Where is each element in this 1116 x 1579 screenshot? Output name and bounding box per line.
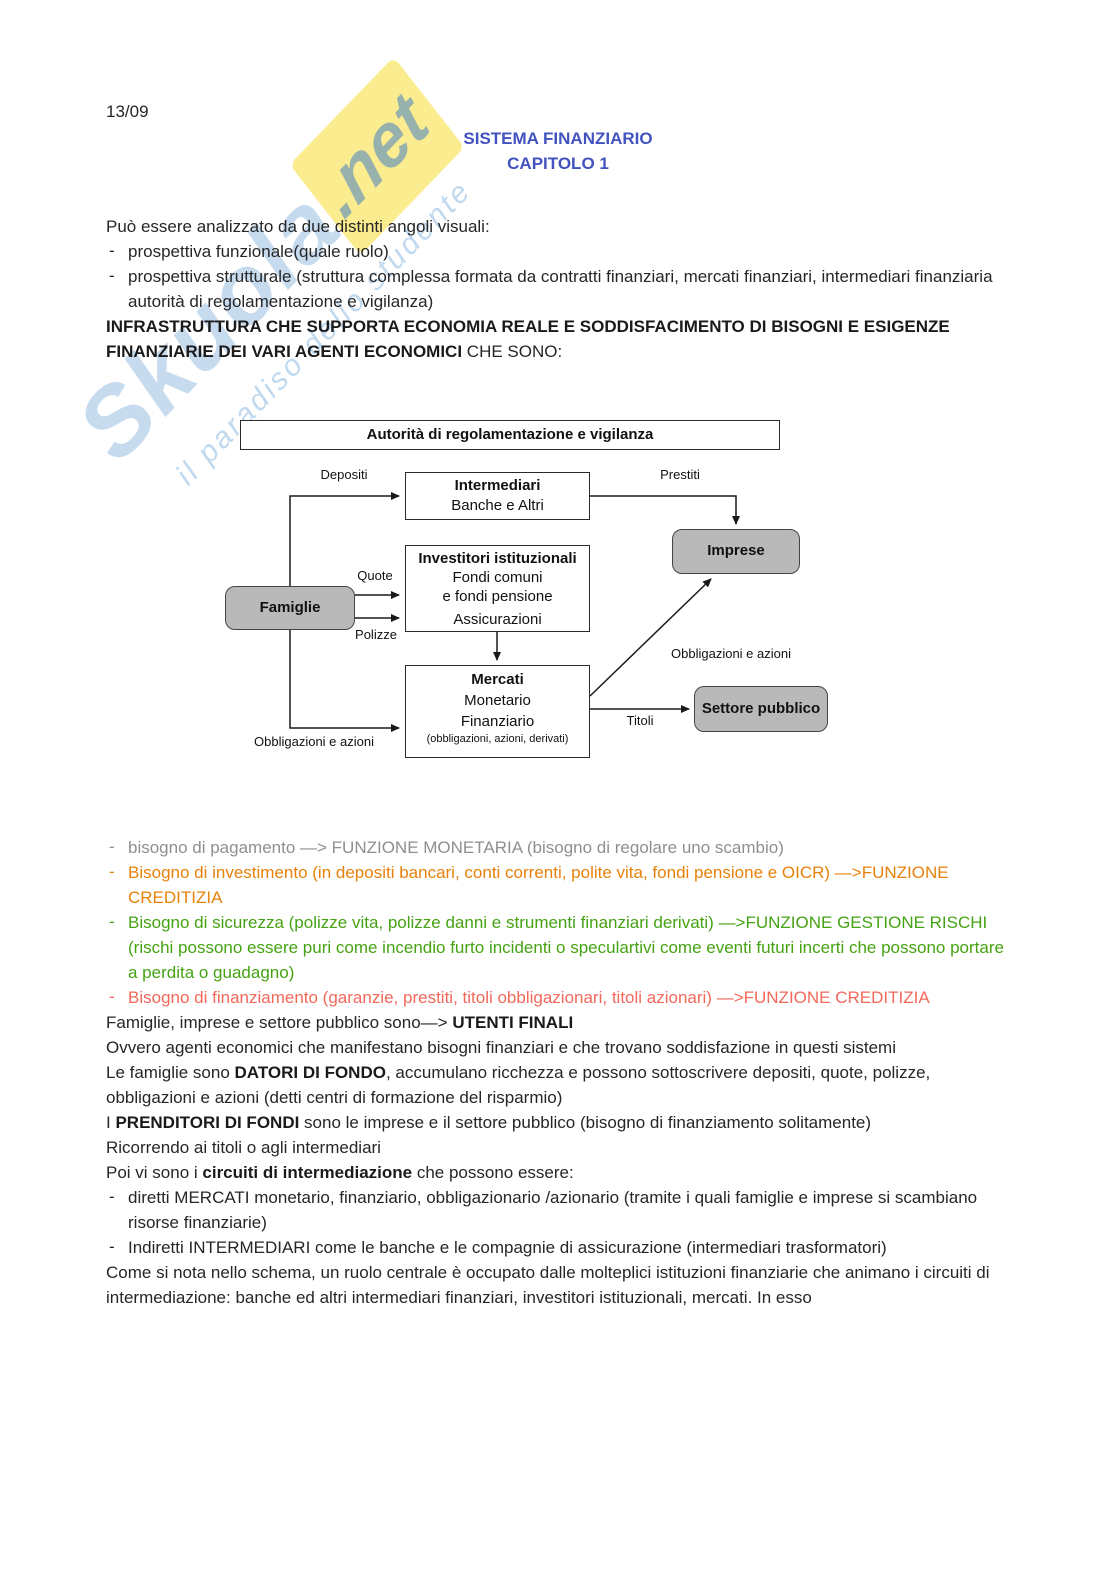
investitori-line: Assicurazioni	[453, 610, 542, 628]
label-obbligazioni-azioni-right: Obbligazioni e azioni	[671, 645, 791, 661]
dash-marker: -	[109, 1186, 115, 1206]
intermediari-title: Intermediari	[454, 476, 541, 494]
list-item: -Indiretti INTERMEDIARI come le banche e…	[106, 1236, 1010, 1261]
investitori-title: Investitori istituzionali	[418, 549, 577, 567]
dash-marker: -	[109, 1236, 115, 1256]
text-segment: I	[106, 1112, 116, 1132]
dash-marker: -	[109, 861, 115, 881]
utenti-finali-bold: UTENTI FINALI	[452, 1012, 574, 1032]
prenditori-di-fondi-bold: PRENDITORI DI FONDI	[115, 1112, 300, 1132]
date-label: 13/09	[106, 102, 149, 121]
paragraph-prenditori-di-fondi: I PRENDITORI DI FONDI sono le imprese e …	[106, 1111, 1010, 1161]
intro-lead: Può essere analizzato da due distinti an…	[106, 216, 490, 236]
text-segment: Famiglie, imprese e settore pubblico son…	[106, 1012, 453, 1032]
label-titoli: Titoli	[626, 712, 654, 728]
mercati-line: (obbligazioni, azioni, derivati)	[426, 732, 569, 745]
text-segment: che possono essere:	[412, 1162, 574, 1182]
need-item-pagamento: -bisogno di pagamento —> FUNZIONE MONETA…	[106, 836, 1010, 861]
label-prestiti: Prestiti	[660, 466, 700, 482]
label-obbligazioni-azioni-left: Obbligazioni e azioni	[254, 733, 374, 749]
diagram-arrows	[289, 491, 740, 732]
need-text: Bisogno di investimento (in depositi ban…	[128, 862, 949, 907]
text-segment: sono le imprese e il settore pubblico (b…	[299, 1112, 872, 1132]
list-item: -prospettiva funzionale(quale ruolo)	[106, 240, 1010, 265]
list-item-text: diretti MERCATI monetario, finanziario, …	[128, 1187, 978, 1232]
text-segment: Ovvero agenti economici che manifestano …	[106, 1037, 896, 1057]
dash-marker: -	[109, 836, 115, 856]
circuiti-bold: circuiti di intermediazione	[202, 1162, 413, 1182]
mercati-line: Finanziario	[460, 712, 535, 730]
list-item-text: prospettiva funzionale(quale ruolo)	[128, 241, 389, 261]
need-item-investimento: -Bisogno di investimento (in depositi ba…	[106, 861, 1010, 911]
circuiti-list: -diretti MERCATI monetario, finanziario,…	[106, 1186, 1010, 1261]
text-segment: , accumulano ricchezza e possono sottosc…	[106, 1062, 931, 1107]
financial-system-diagram: Autorità di regolamentazione e vigilanza…	[224, 419, 836, 772]
infrastructure-paragraph: INFRASTRUTTURA CHE SUPPORTA ECONOMIA REA…	[106, 315, 1010, 365]
list-item-text: prospettiva strutturale (struttura compl…	[128, 266, 993, 311]
mercati-box: Mercati Monetario Finanziario (obbligazi…	[405, 664, 590, 758]
dash-marker: -	[109, 911, 115, 931]
paragraph-utenti-finali: Famiglie, imprese e settore pubblico son…	[106, 1011, 1010, 1061]
dash-marker: -	[109, 986, 115, 1006]
authority-box: Autorità di regolamentazione e vigilanza	[240, 419, 780, 450]
document-content: 13/09 SISTEMA FINANZIARIO CAPITOLO 1 Può…	[106, 102, 1010, 1307]
label-depositi: Depositi	[320, 466, 368, 482]
intermediari-box: Intermediari Banche e Altri	[405, 471, 590, 520]
need-text: Bisogno di sicurezza (polizze vita, poli…	[128, 912, 1004, 982]
infrastructure-bold-text: INFRASTRUTTURA CHE SUPPORTA ECONOMIA REA…	[106, 316, 950, 361]
list-item-text: Indiretti INTERMEDIARI come le banche e …	[128, 1237, 887, 1257]
mercati-line: Monetario	[464, 691, 531, 709]
paragraph-circuiti: Poi vi sono i circuiti di intermediazion…	[106, 1161, 1010, 1186]
settore-pubblico-box: Settore pubblico	[694, 685, 828, 732]
investitori-line: Fondi comuni	[452, 568, 543, 586]
list-item: -diretti MERCATI monetario, finanziario,…	[106, 1186, 1010, 1236]
chapter-title: CAPITOLO 1	[507, 153, 609, 173]
closing-paragraph: Come si nota nello schema, un ruolo cent…	[106, 1262, 990, 1307]
need-item-finanziamento: -Bisogno di finanziamento (garanzie, pre…	[106, 986, 1010, 1011]
need-item-sicurezza: -Bisogno di sicurezza (polizze vita, pol…	[106, 911, 1010, 986]
perspectives-list: -prospettiva funzionale(quale ruolo) -pr…	[106, 240, 1010, 315]
infrastructure-rest-text: CHE SONO:	[462, 341, 563, 361]
list-item: -prospettiva strutturale (struttura comp…	[106, 265, 1010, 315]
dash-marker: -	[109, 240, 115, 260]
label-polizze: Polizze	[355, 626, 397, 642]
mercati-title: Mercati	[471, 670, 524, 688]
dash-marker: -	[109, 265, 115, 285]
label-quote: Quote	[357, 567, 393, 583]
text-segment: Ricorrendo ai titoli o agli intermediari	[106, 1137, 381, 1157]
datori-di-fondo-bold: DATORI DI FONDO	[234, 1062, 386, 1082]
imprese-box: Imprese	[672, 528, 800, 574]
famiglie-box: Famiglie	[225, 585, 355, 630]
investitori-box: Investitori istituzionali Fondi comuni e…	[405, 544, 590, 632]
text-segment: Le famiglie sono	[106, 1062, 235, 1082]
need-text: bisogno di pagamento —> FUNZIONE MONETAR…	[128, 837, 784, 857]
need-text: Bisogno di finanziamento (garanzie, pres…	[128, 987, 930, 1007]
paragraph-datori-di-fondo: Le famiglie sono DATORI DI FONDO, accumu…	[106, 1061, 1010, 1111]
page-title: SISTEMA FINANZIARIO	[463, 128, 653, 148]
investitori-line: e fondi pensione	[442, 587, 553, 605]
intermediari-subtitle: Banche e Altri	[451, 496, 544, 514]
text-segment: Poi vi sono i	[106, 1162, 203, 1182]
financial-needs-list: -bisogno di pagamento —> FUNZIONE MONETA…	[106, 836, 1010, 1011]
